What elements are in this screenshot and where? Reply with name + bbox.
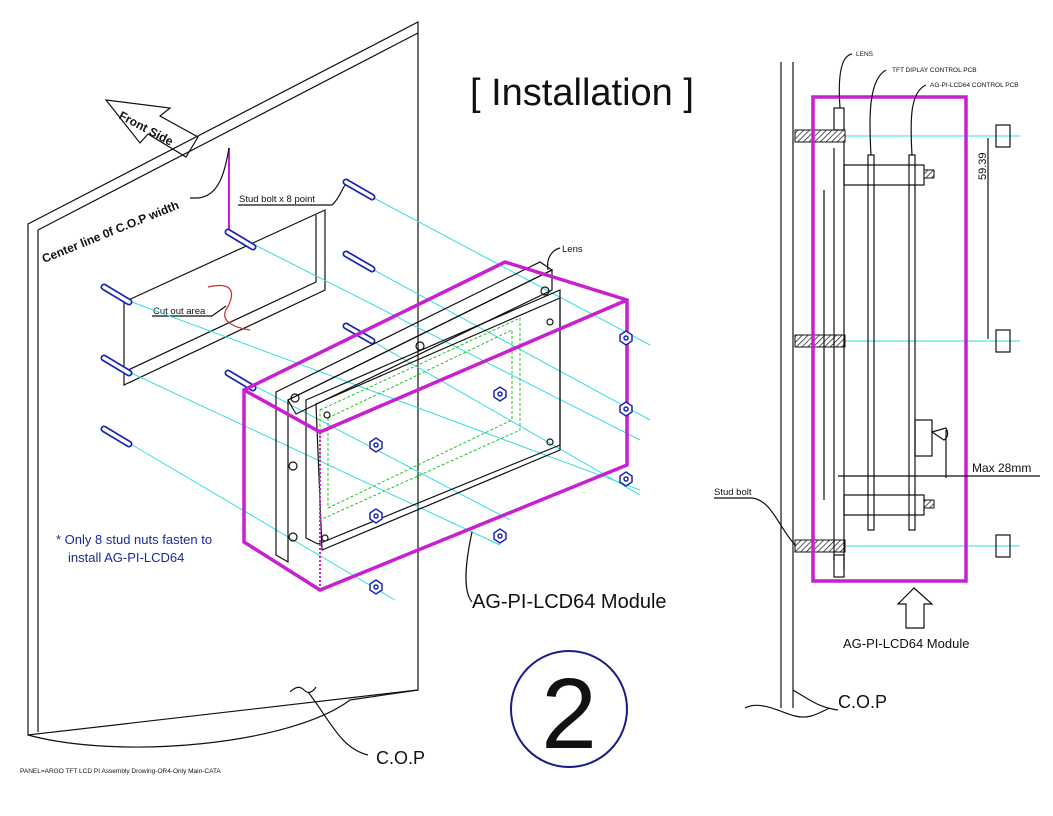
stud-bolt xyxy=(342,250,376,273)
projection-lines xyxy=(128,196,651,601)
max-depth-label: Max 28mm xyxy=(972,461,1031,475)
stud-nut xyxy=(369,437,383,453)
stud-bolt xyxy=(342,178,376,201)
install-note-line1: * Only 8 stud nuts fasten to xyxy=(56,532,212,547)
stud-bolts xyxy=(100,178,376,448)
module-leader xyxy=(465,531,473,603)
stud-bolt xyxy=(224,369,257,392)
lens-leader xyxy=(547,247,561,271)
stud-nuts xyxy=(369,330,633,595)
cop-label-side: C.O.P xyxy=(838,692,887,712)
step-badge: 2 xyxy=(510,650,628,770)
stud-bolt-label: Stud bolt x 8 point xyxy=(239,194,315,205)
cutout-label: Cut out area xyxy=(153,306,206,317)
stud-bolt xyxy=(100,283,133,306)
stud-nut xyxy=(619,330,633,346)
lens-label-side: LENS xyxy=(856,51,874,58)
stud-nut xyxy=(369,508,383,524)
stud-bolt xyxy=(224,228,257,251)
front-side-arrow: Front Side xyxy=(104,99,199,158)
step-number: 2 xyxy=(541,658,597,770)
footer-caption: PANEL=ARGO TFT LCD PI Assembly Drowing-O… xyxy=(20,768,221,775)
side-view: C.O.P 59.39 Ma xyxy=(714,51,1040,718)
cutout-area: Cut out area xyxy=(123,209,326,386)
module-label-iso: AG-PI-LCD64 Module xyxy=(472,591,667,613)
cutout-mark xyxy=(207,285,251,331)
dimension-label: 59.39 xyxy=(977,152,989,180)
tft-pcb-label: TFT DIPLAY CONTROL PCB xyxy=(892,67,977,74)
up-arrow-icon xyxy=(896,587,934,629)
lens-label: Lens xyxy=(562,244,583,255)
module-label-side: AG-PI-LCD64 Module xyxy=(843,636,969,651)
stud-bolt xyxy=(100,425,133,448)
diagram-title: [ Installation ] xyxy=(470,72,694,114)
cop-panel xyxy=(27,21,419,756)
centerline-label: Center line 0f C.O.P width xyxy=(40,198,181,266)
front-side-label: Front Side xyxy=(117,108,176,148)
stud-nut xyxy=(619,471,633,487)
stud-bolt-label-side: Stud bolt xyxy=(714,487,752,498)
install-note-line2: install AG-PI-LCD64 xyxy=(68,550,184,565)
cop-label-iso: C.O.P xyxy=(376,748,425,768)
module-envelope xyxy=(242,260,629,592)
stud-nut xyxy=(493,386,507,402)
stud-nut xyxy=(619,401,633,417)
centerline-leader xyxy=(190,147,230,199)
stud-nut xyxy=(493,528,507,544)
stud-bolt xyxy=(100,354,133,377)
stud-bolt-leader-curve xyxy=(331,183,347,206)
control-pcb-label: AG-PI-LCD64 CONTROL PCB xyxy=(930,82,1019,89)
stud-nut xyxy=(369,579,383,595)
